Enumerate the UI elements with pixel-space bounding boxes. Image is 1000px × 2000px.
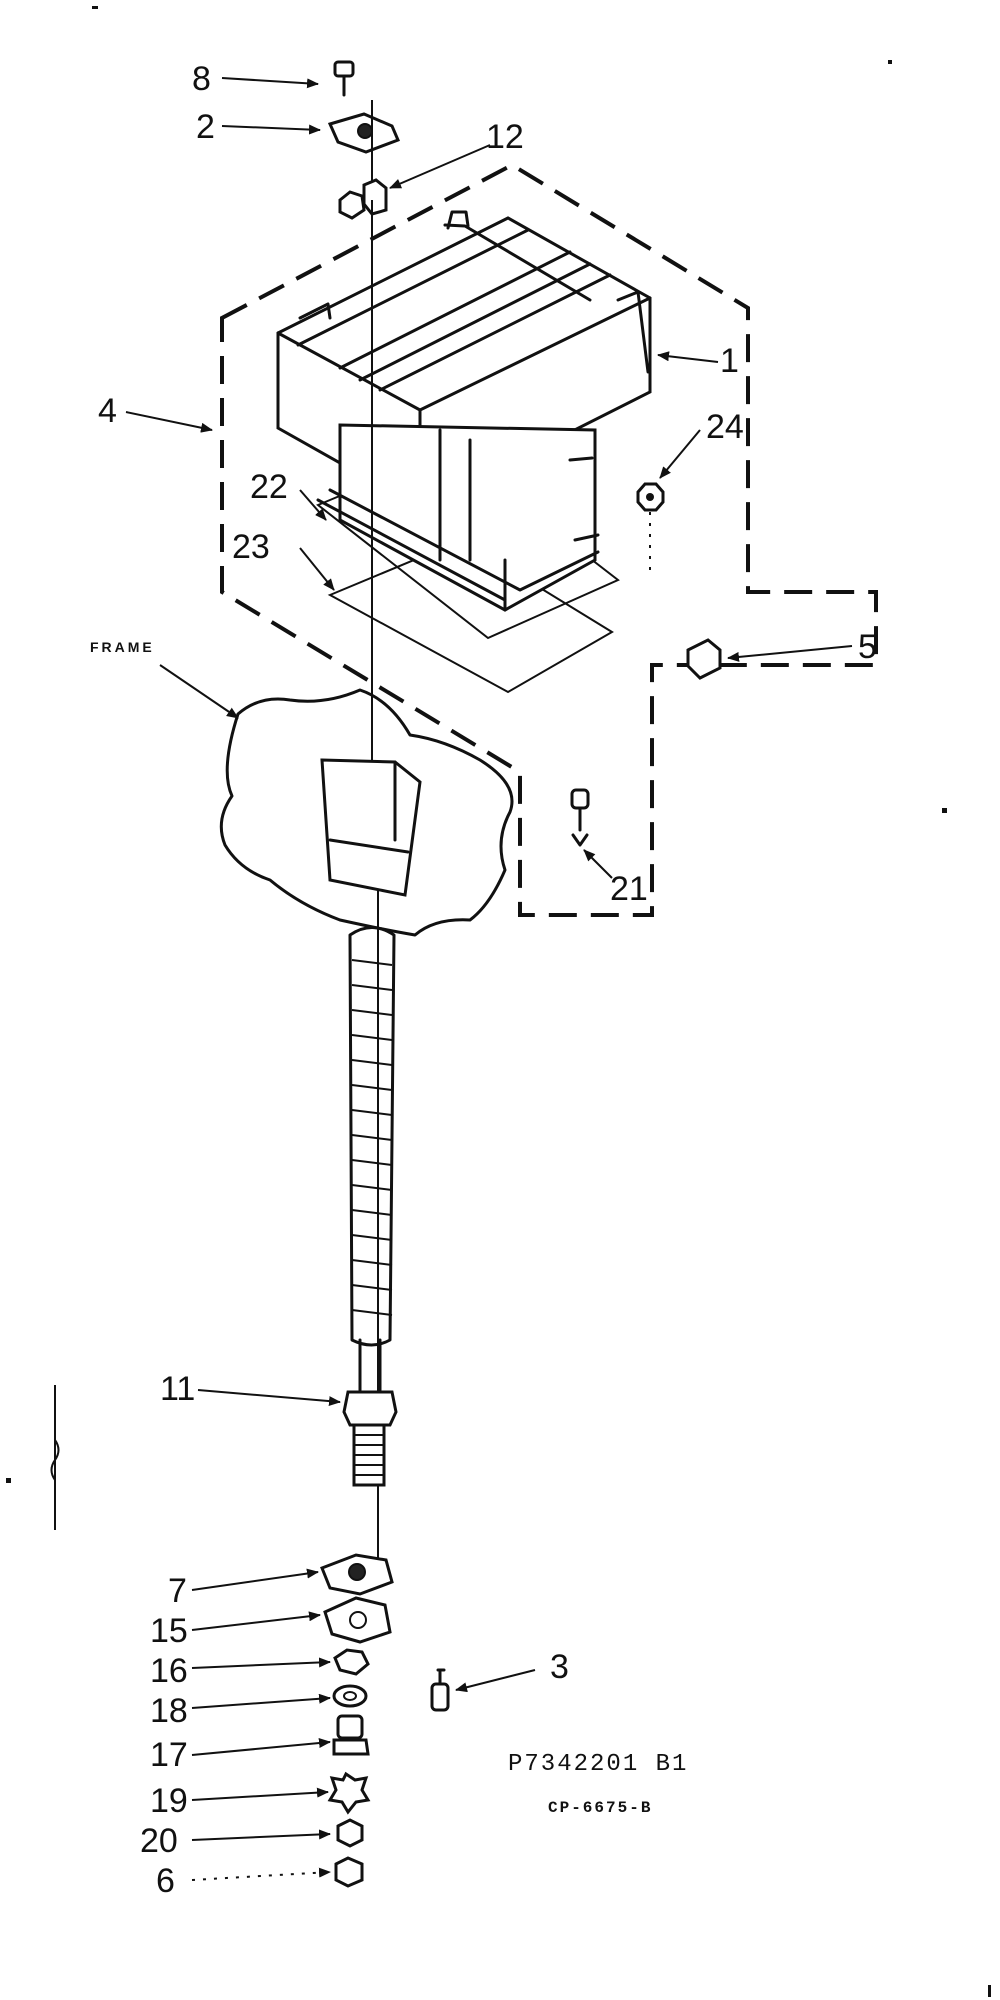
stray-mark (888, 60, 892, 64)
leader-4 (125, 411, 213, 433)
clip-12 (362, 178, 388, 216)
figure-id: CP-6675-B (548, 1799, 652, 1817)
star-washer-19 (327, 1771, 371, 1815)
assembly-boundary-dashed (220, 162, 878, 917)
callout-21: 21 (610, 870, 648, 908)
callout-17: 17 (150, 1736, 188, 1774)
leader-24 (659, 429, 701, 479)
callout-19: 19 (150, 1782, 188, 1820)
callout-16: 16 (150, 1652, 188, 1690)
leader-18 (191, 1693, 331, 1709)
leader-3 (455, 1669, 536, 1693)
leader-1 (657, 351, 719, 363)
callout-8: 8 (192, 60, 211, 98)
callout-23: 23 (232, 528, 270, 566)
side-mark-dot (6, 1478, 11, 1483)
leader-5 (727, 645, 853, 662)
leader-7 (191, 1568, 319, 1591)
callout-6: 6 (156, 1862, 175, 1900)
leader-23 (299, 547, 335, 591)
leader-15 (191, 1611, 321, 1631)
drawing-number: P7342201 B1 (508, 1751, 688, 1778)
washer-18 (332, 1684, 368, 1708)
leader-22 (299, 489, 327, 521)
nut-6 (334, 1856, 364, 1888)
callout-15: 15 (150, 1612, 188, 1650)
spring (348, 926, 396, 1392)
callout-2: 2 (196, 108, 215, 146)
callout-5: 5 (858, 628, 877, 666)
callout-7: 7 (168, 1572, 187, 1610)
leader-8 (221, 77, 319, 89)
screw-3 (430, 1668, 450, 1712)
leader-12 (389, 144, 491, 189)
plate-15 (323, 1596, 392, 1644)
leader-17 (191, 1738, 331, 1756)
side-mark (50, 1385, 60, 1530)
bushing-17 (332, 1714, 370, 1756)
callout-20: 20 (140, 1822, 178, 1860)
callout-18: 18 (150, 1692, 188, 1730)
nut-16 (333, 1648, 370, 1676)
frame-label: FRAME (90, 639, 155, 655)
bracket-2 (327, 112, 400, 154)
nut-24 (636, 482, 665, 578)
nut-top (338, 190, 366, 220)
clip-5 (686, 638, 722, 680)
frame (219, 688, 514, 937)
screw-21 (570, 788, 590, 847)
stray-mark (942, 808, 947, 813)
stray-mark (988, 1985, 991, 1997)
adjuster-11 (342, 1390, 398, 1487)
callout-12: 12 (486, 118, 524, 156)
leader-2 (221, 124, 321, 135)
callout-22: 22 (250, 468, 288, 506)
stray-mark (92, 6, 98, 9)
callout-3: 3 (550, 1648, 569, 1686)
callout-11: 11 (160, 1370, 195, 1408)
leader-6 (191, 1867, 331, 1881)
leader-20 (191, 1829, 331, 1841)
bracket-7 (320, 1553, 394, 1596)
leader-21 (583, 849, 613, 879)
leader-frame (159, 664, 239, 719)
callout-4: 4 (98, 392, 117, 430)
callout-24: 24 (706, 408, 744, 446)
leader-16 (191, 1657, 331, 1669)
screw-8 (333, 60, 355, 97)
transformer (276, 210, 652, 612)
leader-19 (191, 1787, 329, 1801)
nut-20 (336, 1818, 364, 1848)
leader-11 (197, 1389, 341, 1407)
callout-1: 1 (720, 342, 739, 380)
